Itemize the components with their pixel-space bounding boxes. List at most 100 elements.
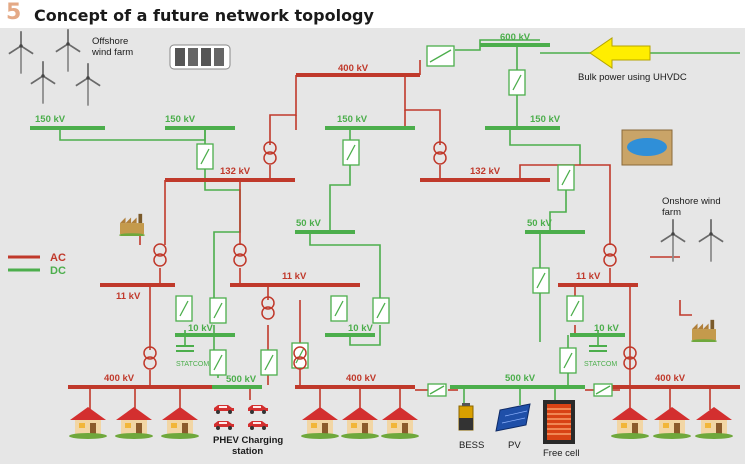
- transformer-icon: [623, 346, 637, 360]
- legend: [8, 255, 40, 272]
- bulk-power-label: Bulk power using UHVDC: [578, 72, 687, 83]
- wind-turbine-icon: [660, 218, 686, 262]
- bus-150kv-midleft: [165, 126, 235, 130]
- bus-400kv-bottom-left: [68, 385, 213, 389]
- bus-label: 400 kV: [346, 373, 377, 384]
- pv-label: PV: [508, 440, 521, 451]
- bus-150kv-right: [485, 126, 560, 130]
- dc-buses: [30, 43, 625, 389]
- legend-dc-label: DC: [50, 265, 66, 277]
- transformer-icon: [233, 243, 247, 257]
- power-plant-icon: [169, 44, 231, 70]
- bus-150kv-center: [325, 126, 415, 130]
- transformer-icon: [143, 346, 157, 360]
- bus-label: 50 kV: [527, 218, 552, 229]
- house-icon: [115, 407, 153, 439]
- transformer-icon: [293, 346, 307, 360]
- factory-icon: [691, 319, 717, 342]
- bus-label: 11 kV: [282, 271, 307, 282]
- bus-label: 150 kV: [337, 114, 368, 125]
- car-icon: [214, 421, 234, 430]
- bus-400kv-bottom-mid: [295, 385, 415, 389]
- bus-500kv-left: [212, 385, 262, 389]
- bus-10kv-center: [325, 333, 375, 337]
- statcom-symbols: [176, 345, 607, 352]
- offshore-wind-farm-line: wind farm: [91, 47, 133, 58]
- transformer-icon: [603, 243, 617, 257]
- wind-turbine-icon: [8, 30, 34, 74]
- house-icon: [69, 407, 107, 439]
- house-icon: [611, 407, 649, 439]
- bus-label: 50 kV: [296, 218, 321, 229]
- bus-400kv-bottom-right: [610, 385, 740, 389]
- hydro-reservoir-icon: [621, 129, 673, 166]
- pv-panel-icon: [495, 403, 531, 432]
- bus-50kv-left: [295, 230, 355, 234]
- ac-buses: [68, 73, 740, 389]
- house-icon: [301, 407, 339, 439]
- bus-label: 400 kV: [655, 373, 686, 384]
- house-icon: [653, 407, 691, 439]
- house-icon: [695, 407, 733, 439]
- offshore-wind-farm: [8, 28, 101, 106]
- bus-400kv-top: [296, 73, 420, 77]
- onshore-wind-farm-label: Onshore wind farm: [662, 196, 723, 218]
- bess-label: BESS: [459, 440, 484, 451]
- offshore-wind-farm-line: Offshore: [92, 36, 128, 47]
- ac-network: [89, 60, 711, 410]
- diagram-background: [0, 28, 745, 464]
- bus-label: 400 kV: [338, 63, 369, 74]
- factory-icon: [119, 213, 145, 236]
- bus-label: 11 kV: [576, 271, 601, 282]
- bus-label: 10 kV: [188, 323, 213, 334]
- phev-line: PHEV Charging: [213, 435, 283, 446]
- house-icon: [341, 407, 379, 439]
- transformer-icon: [433, 141, 447, 155]
- bus-label: 150 kV: [35, 114, 66, 125]
- statcom-label: STATCOM: [176, 361, 209, 368]
- offshore-wind-farm-label: Offshore wind farm: [91, 36, 133, 58]
- wind-turbine-icon: [75, 62, 101, 106]
- dc-network: [59, 39, 740, 405]
- fuel-cell-icon: [543, 400, 575, 444]
- labels: AC DC 600 kV 400 kV 150 kV 150 kV 150 kV…: [35, 32, 723, 459]
- bus-500kv-right: [450, 385, 585, 389]
- statcom-label: STATCOM: [584, 361, 617, 368]
- bus-11kv-left: [100, 283, 175, 287]
- house-icon: [161, 407, 199, 439]
- phev-line: station: [232, 446, 263, 457]
- phev-cars: [214, 405, 268, 430]
- house-icon: [381, 407, 419, 439]
- bus-600kv: [480, 43, 550, 47]
- bus-132kv-left: [165, 178, 295, 182]
- car-icon: [214, 405, 234, 414]
- battery-icon: [458, 403, 474, 431]
- bus-label: 500 kV: [505, 373, 536, 384]
- bus-label: 10 kV: [348, 323, 373, 334]
- wind-turbine-icon: [30, 60, 56, 104]
- onshore-wind-farm-line: farm: [662, 207, 681, 218]
- bus-label: 600 kV: [500, 32, 531, 43]
- car-icon: [248, 405, 268, 414]
- car-icon: [248, 421, 268, 430]
- converters: [175, 45, 613, 397]
- bus-label: 132 kV: [220, 166, 251, 177]
- bus-label: 150 kV: [530, 114, 561, 125]
- bus-10kv-left: [175, 333, 235, 337]
- bus-label: 150 kV: [165, 114, 196, 125]
- bus-132kv-right: [420, 178, 550, 182]
- bus-50kv-right: [525, 230, 585, 234]
- onshore-wind-farm-line: Onshore wind: [662, 196, 721, 207]
- bus-label: 132 kV: [470, 166, 501, 177]
- bulk-power-arrow: [589, 37, 651, 69]
- legend-ac-label: AC: [50, 252, 66, 264]
- wind-turbine-icon: [698, 218, 724, 262]
- transformers: [143, 141, 637, 370]
- bus-label: 500 kV: [226, 374, 257, 385]
- bus-150kv-left: [30, 126, 105, 130]
- phev-label: PHEV Charging station: [213, 435, 286, 457]
- bus-10kv-right: [570, 333, 625, 337]
- bus-label: 400 kV: [104, 373, 135, 384]
